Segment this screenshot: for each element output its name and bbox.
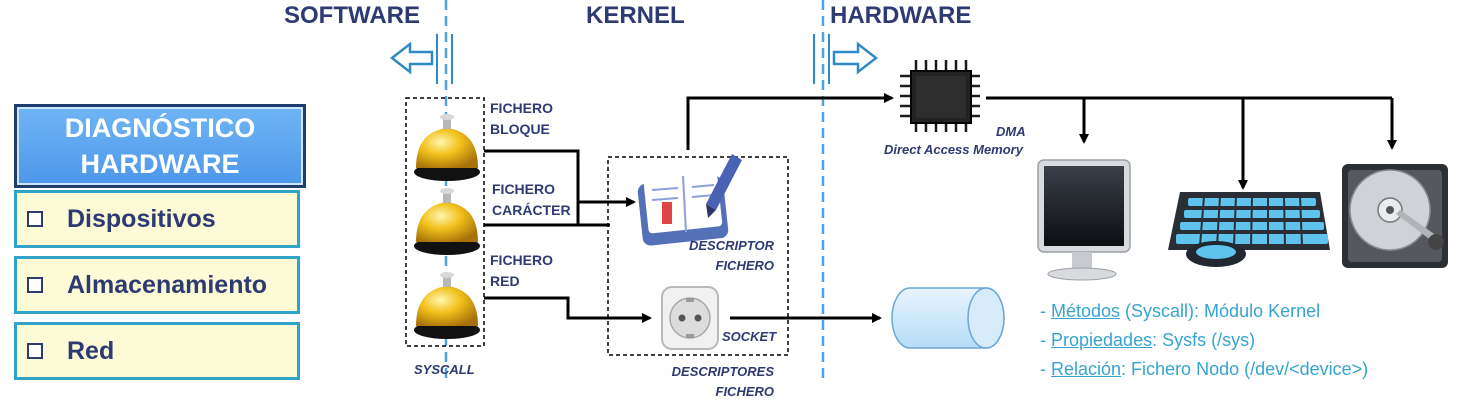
block-to-descriptor-line <box>484 149 610 227</box>
descriptor-to-dma-line <box>686 93 894 150</box>
network-cylinder-icon <box>891 287 1005 349</box>
bell-icon-character <box>414 188 480 255</box>
diagnostic-title-line1: DIAGNÓSTICO <box>64 113 256 143</box>
char-to-descriptor-line <box>484 197 636 227</box>
syscall-group-box <box>405 97 485 347</box>
hardware-barrier-icon <box>813 34 830 84</box>
menu-item-storage[interactable]: Almacenamiento <box>14 256 300 314</box>
bell-icon-network <box>414 272 480 339</box>
checkbox-icon[interactable] <box>27 277 43 293</box>
keyboard-mouse-icon <box>1168 192 1330 267</box>
descriptors-group-label: DESCRIPTORES FICHERO <box>671 364 774 399</box>
syscall-label: SYSCALL <box>414 362 475 377</box>
block-file-label: FICHERO BLOQUE <box>490 100 553 137</box>
diagnostic-title-line2: HARDWARE <box>80 149 240 179</box>
checkbox-icon[interactable] <box>27 343 43 359</box>
menu-item-label: Red <box>67 336 115 365</box>
info-properties: - Propiedades: Sysfs (/sys) <box>1040 330 1256 350</box>
info-list: - Métodos (Syscall): Módulo Kernel - Pro… <box>1040 297 1368 384</box>
network-file-label: FICHERO RED <box>490 252 553 289</box>
dma-chip-icon <box>900 60 980 132</box>
menu-item-devices[interactable]: Dispositivos <box>14 190 300 248</box>
header-software: SOFTWARE <box>284 2 420 29</box>
socket-outlet-icon <box>661 286 719 350</box>
network-to-socket-line <box>484 296 652 323</box>
hard-disk-icon <box>1342 164 1448 268</box>
descriptor-file-label: DESCRIPTOR FICHERO <box>689 238 774 273</box>
left-hollow-arrow-icon <box>389 41 434 75</box>
info-relation: - Relación: Fichero Nodo (/dev/<device>) <box>1040 359 1369 379</box>
menu-item-label: Almacenamiento <box>67 270 268 299</box>
dma-full-label: Direct Access Memory <box>884 142 1023 157</box>
right-hollow-arrow-icon <box>832 41 879 75</box>
header-hardware: HARDWARE <box>830 2 972 29</box>
char-file-label: FICHERO CARÁCTER <box>492 181 571 218</box>
menu-item-label: Dispositivos <box>67 204 216 233</box>
file-descriptor-book-icon <box>637 154 742 246</box>
menu-item-network[interactable]: Red <box>14 322 300 380</box>
info-methods: - Métodos (Syscall): Módulo Kernel <box>1040 301 1321 321</box>
dma-label: DMA <box>996 124 1026 139</box>
header-kernel: KERNEL <box>586 2 685 29</box>
socket-label: SOCKET <box>722 329 777 344</box>
software-barrier-icon <box>436 34 453 84</box>
diagnostic-hardware-title: DIAGNÓSTICO HARDWARE <box>14 104 306 188</box>
checkbox-icon[interactable] <box>27 211 43 227</box>
bell-icon-block <box>414 114 480 181</box>
monitor-icon <box>1037 159 1131 281</box>
